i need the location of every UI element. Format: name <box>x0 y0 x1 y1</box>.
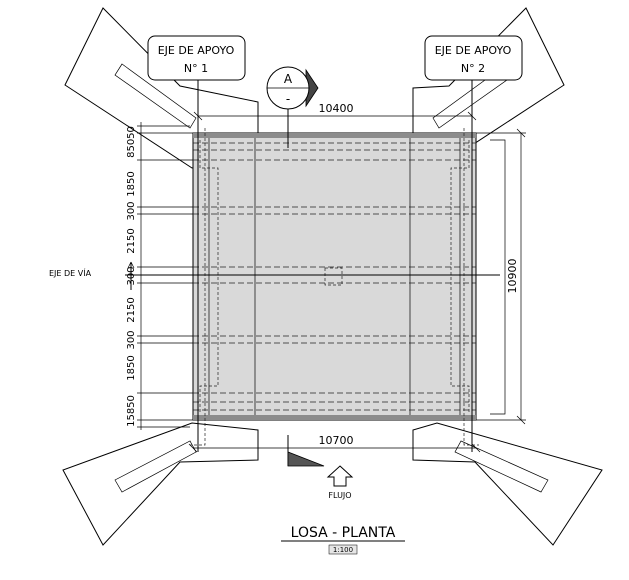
section-marker: A - <box>266 66 319 148</box>
dim-left-bottom-stack: 15850 <box>126 395 137 427</box>
slab <box>192 132 477 421</box>
road-axis: EJE DE VÍA <box>49 261 500 290</box>
section-marker-sheet: - <box>286 92 290 106</box>
slab-top-edge-band <box>193 133 476 138</box>
dim-left-d1: 1850 <box>126 171 137 196</box>
dim-left-chain: 85050 1850 300 2150 300 2150 300 1850 15… <box>126 122 193 430</box>
center-drain <box>324 267 343 286</box>
support-axis-2-line1: EJE DE APOYO <box>435 44 512 57</box>
dim-right-height: 10900 <box>476 128 526 425</box>
dim-left-d7: 1850 <box>126 355 137 380</box>
dim-right-height-label: 10900 <box>506 259 519 294</box>
dim-top-width: 10400 <box>193 102 477 121</box>
dim-left-d4: 300 <box>126 266 137 285</box>
flow-label: FLUJO <box>328 491 351 500</box>
support-axis-2-line2: N° 2 <box>461 62 485 75</box>
wing-wall-bottom-right <box>412 422 603 546</box>
dim-bottom-width-label: 10700 <box>319 434 354 447</box>
support-axis-1-tag: EJE DE APOYO N° 1 <box>147 35 246 81</box>
dim-left-d2: 300 <box>126 201 137 220</box>
dim-top-width-label: 10400 <box>319 102 354 115</box>
section-marker-letter: A <box>284 72 293 86</box>
abutment-outlines <box>190 80 479 452</box>
support-axis-2-tag: EJE DE APOYO N° 2 <box>424 35 523 81</box>
support-axis-1-line2: N° 1 <box>184 62 208 75</box>
slab-bottom-edge-band <box>193 415 476 420</box>
road-axis-label: EJE DE VÍA <box>49 267 92 278</box>
flow-arrow: FLUJO <box>326 465 354 500</box>
drawing-scale: 1:100 <box>333 546 353 554</box>
wing-wall-bottom-left <box>62 422 259 546</box>
dim-left-d3: 2150 <box>126 228 137 253</box>
drawing-title: LOSA - PLANTA <box>291 525 396 541</box>
dim-left-d5: 2150 <box>126 297 137 322</box>
support-axis-1-line1: EJE DE APOYO <box>158 44 235 57</box>
dim-left-top-stack: 85050 <box>126 126 137 158</box>
section-marker-bottom <box>287 435 325 467</box>
title-block: LOSA - PLANTA 1:100 <box>281 525 405 555</box>
dim-left-d6: 300 <box>126 330 137 349</box>
dim-bottom-width: 10700 <box>188 434 481 453</box>
